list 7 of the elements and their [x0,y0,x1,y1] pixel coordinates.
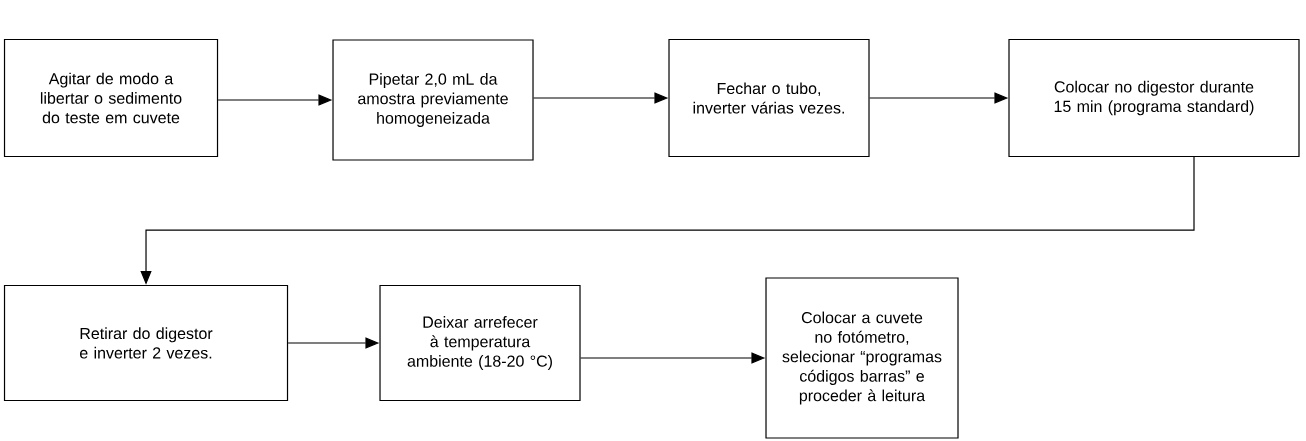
process-box: Pipetar 2,0 mL da amostra previamente homogeneizada [332,39,534,161]
process-box: Colocar no digestor durante 15 min (programa standard) [1008,38,1300,158]
process-box: Deixar arrefecer à temperatura ambiente (18-20 °C) [379,284,581,402]
process-box: Colocar a cuvete no fotómetro, selecionar “programas códigos barras” e proceder à leitura [765,277,959,439]
process-box: Fechar o tubo, inverter várias vezes. [668,38,870,158]
process-box: Retirar do digestor e inverter 2 vezes. [3,284,289,402]
process-box: Agitar de modo a libertar o sedimento do teste em cuvete [3,38,219,158]
